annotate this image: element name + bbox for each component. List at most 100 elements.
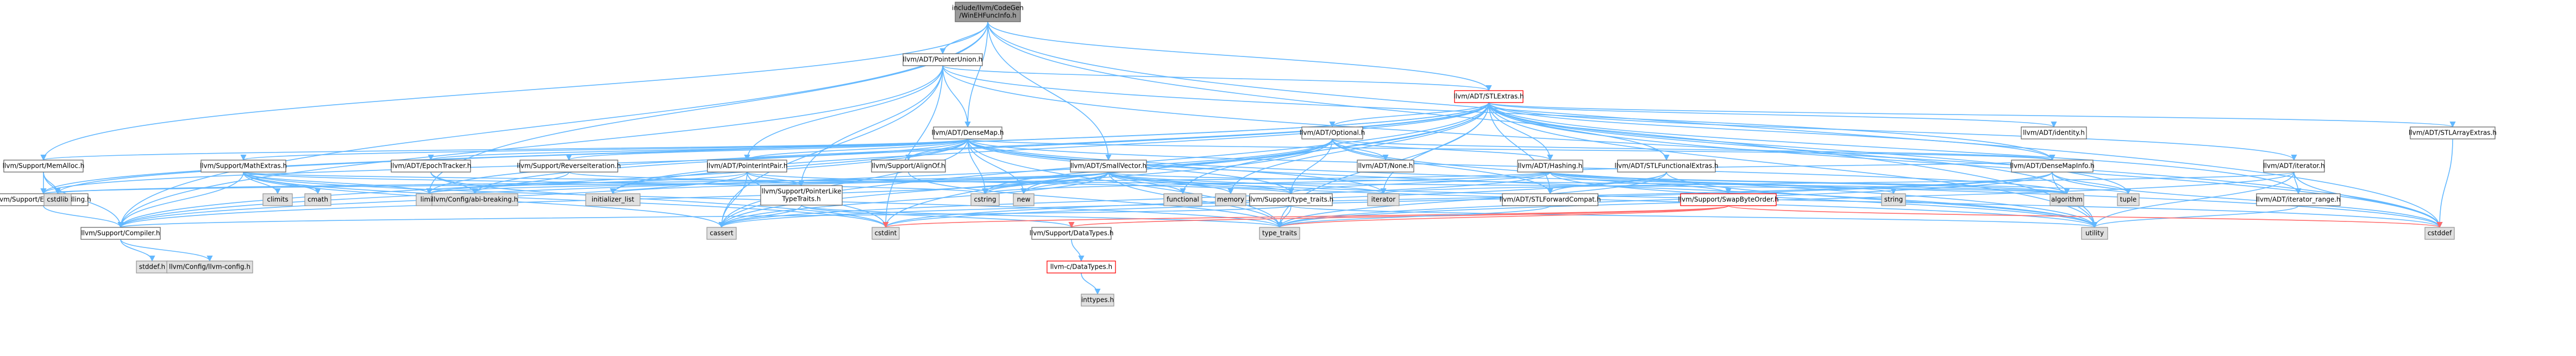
node-optional[interactable]: llvm/ADT/Optional.h — [1300, 126, 1365, 139]
edge-typetraits_h-to-utility — [1290, 205, 2097, 228]
node-reverseiter[interactable]: llvm/Support/ReverseIteration.h — [517, 160, 621, 173]
node-box — [304, 193, 331, 206]
node-box — [2410, 126, 2496, 139]
edge-stlextras-to-identity — [1488, 102, 2057, 128]
edge-densemapinfo-to-cstdint — [882, 171, 2053, 228]
node-stlextras[interactable]: llvm/ADT/STLExtras.h — [1453, 90, 1524, 103]
node-box — [2263, 160, 2325, 173]
node-label: llvm/ADT/DenseMap.h — [932, 129, 1004, 137]
node-densemapinfo[interactable]: llvm/ADT/DenseMapInfo.h — [2010, 160, 2095, 173]
edge-hashing-to-utility — [1550, 171, 2098, 228]
node-stlforwardcompat[interactable]: llvm/ADT/STLForwardCompat.h — [1500, 193, 1601, 206]
node-label: tuple — [2120, 196, 2137, 204]
node-label: llvm/ADT/iterator.h — [2263, 162, 2324, 170]
edge-compiler-to-stddef — [120, 239, 155, 262]
edge-optional-to-stlforwardcompat — [1332, 138, 1553, 195]
node-algorithm: algorithm — [2049, 193, 2084, 206]
edge-optional-to-hashing — [1332, 138, 1553, 161]
edge-stlextras-to-optional — [1329, 102, 1489, 128]
node-label: algorithm — [2051, 196, 2083, 204]
node-iterator[interactable]: llvm/ADT/iterator.h — [2263, 160, 2325, 173]
node-box — [1617, 160, 1716, 173]
node-smallvector[interactable]: llvm/ADT/SmallVector.h — [1070, 160, 1147, 173]
node-label: stddef.h — [139, 263, 165, 271]
node-label: llvm/ADT/PointerIntPair.h — [707, 162, 788, 170]
node-box — [933, 126, 1002, 139]
node-stlfunctional[interactable]: llvm/ADT/STLFunctionalExtras.h — [1614, 160, 1719, 173]
node-swapbyteorder[interactable]: llvm/Support/SwapByteOrder.h — [1678, 193, 1779, 206]
node-box — [2049, 193, 2084, 206]
node-box — [1163, 193, 1202, 206]
edge-densemap-to-utility — [967, 138, 2098, 228]
node-box — [1046, 260, 1116, 274]
node-label: llvm-c/DataTypes.h — [1050, 263, 1112, 271]
edge-stlextras-to-densemapinfo — [1488, 102, 2055, 161]
node-label: llvm/ADT/PointerUnion.h — [903, 56, 983, 63]
edge-iterator-to-iterator_std — [1381, 171, 2295, 195]
node-identity[interactable]: llvm/ADT/identity.h — [2021, 126, 2087, 139]
node-mathextras[interactable]: llvm/Support/MathExtras.h — [200, 160, 287, 173]
node-pointerintpair[interactable]: llvm/ADT/PointerIntPair.h — [707, 160, 788, 173]
edge-reverseiter-to-configabi — [472, 171, 569, 195]
node-densemap[interactable]: llvm/ADT/DenseMap.h — [932, 126, 1004, 139]
edge-smallvector-to-algorithm — [1108, 171, 2070, 195]
node-epochtracker[interactable]: llvm/ADT/EpochTracker.h — [391, 160, 472, 173]
edge-swapbyteorder-to-cstddef — [1728, 205, 2442, 228]
node-root[interactable]: include/llvm/CodeGen/WinEHFuncInfo.h — [952, 2, 1024, 22]
node-climits: climits — [262, 193, 293, 206]
node-label: llvm/Config/abi-breaking.h — [432, 196, 518, 204]
node-cstdlib: cstdlib — [43, 193, 72, 206]
edge-iterator-to-utility — [2091, 171, 2295, 228]
edge-densemap-to-errorhandling — [40, 138, 968, 195]
node-label: include/llvm/CodeGen — [952, 4, 1024, 12]
node-label: inttypes.h — [1081, 296, 1114, 304]
node-box — [43, 193, 72, 206]
node-memory: memory — [1215, 193, 1246, 206]
edge-mathextras-to-compiler — [117, 171, 244, 228]
node-string: string — [1881, 193, 1906, 206]
edge-hashing-to-swapbyteorder — [1550, 171, 1732, 195]
node-label: type_traits — [1262, 230, 1297, 237]
node-pointerunion[interactable]: llvm/ADT/PointerUnion.h — [902, 53, 983, 66]
node-alignof[interactable]: llvm/Support/AlignOf.h — [871, 160, 946, 173]
edge-densemap-to-cstring — [967, 138, 988, 195]
node-functional: functional — [1163, 193, 1202, 206]
edge-stlfunctional-to-utility — [1666, 171, 2098, 228]
node-type_traits: type_traits — [1259, 227, 1300, 240]
node-cassert: cassert — [706, 227, 737, 240]
node-box — [262, 193, 293, 206]
edge-pointerintpair-to-ptrliketraits — [747, 171, 805, 187]
node-cstdint: cstdint — [872, 227, 900, 240]
edge-root-to-stlextras — [987, 21, 1492, 92]
edge-densemapinfo-to-tuple — [2052, 171, 2132, 195]
edge-densemap-to-pointerintpair — [744, 138, 968, 161]
edge-stlextras-to-initlist — [610, 102, 1489, 195]
node-none[interactable]: llvm/ADT/None.h — [1357, 160, 1414, 173]
node-memalloc[interactable]: llvm/Support/MemAlloc.h — [3, 160, 85, 173]
node-label: llvm/ADT/identity.h — [2023, 129, 2085, 137]
node-label: llvm/Support/type_traits.h — [1249, 196, 1334, 204]
node-iterrange[interactable]: llvm/ADT/iterator_range.h — [2256, 193, 2341, 206]
node-label: llvm/ADT/SmallVector.h — [1070, 162, 1146, 170]
node-utility: utility — [2081, 227, 2108, 240]
node-stlarrayextras[interactable]: llvm/ADT/STLArrayExtras.h — [2409, 126, 2497, 139]
node-hashing[interactable]: llvm/ADT/Hashing.h — [1517, 160, 1583, 173]
node-label: llvm/Support/MemAlloc.h — [3, 162, 85, 170]
edge-epochtracker-to-cstdint — [430, 171, 889, 228]
edge-pointerunion-to-stlextras — [942, 65, 1492, 92]
edge-swapbyteorder-to-cstdint — [883, 205, 1729, 228]
edge-swapbyteorder-to-datatypes — [1069, 205, 1729, 228]
edge-datatypes-to-cdatatypes — [1071, 239, 1085, 262]
node-box — [1013, 193, 1035, 206]
edge-pointerintpair-to-cassert — [718, 171, 748, 228]
node-typetraits_h[interactable]: llvm/Support/type_traits.h — [1249, 193, 1334, 206]
edge-cdatatypes-to-inttypes — [1081, 272, 1101, 295]
node-cmath: cmath — [304, 193, 331, 206]
node-compiler[interactable]: llvm/Support/Compiler.h — [80, 227, 161, 240]
node-box — [1517, 160, 1583, 173]
node-datatypes[interactable]: llvm/Support/DataTypes.h — [1030, 227, 1114, 240]
edge-smallvector-to-new — [1020, 171, 1109, 195]
edge-stlextras-to-algorithm — [1488, 102, 2070, 195]
node-cdatatypes[interactable]: llvm-c/DataTypes.h — [1046, 260, 1116, 274]
